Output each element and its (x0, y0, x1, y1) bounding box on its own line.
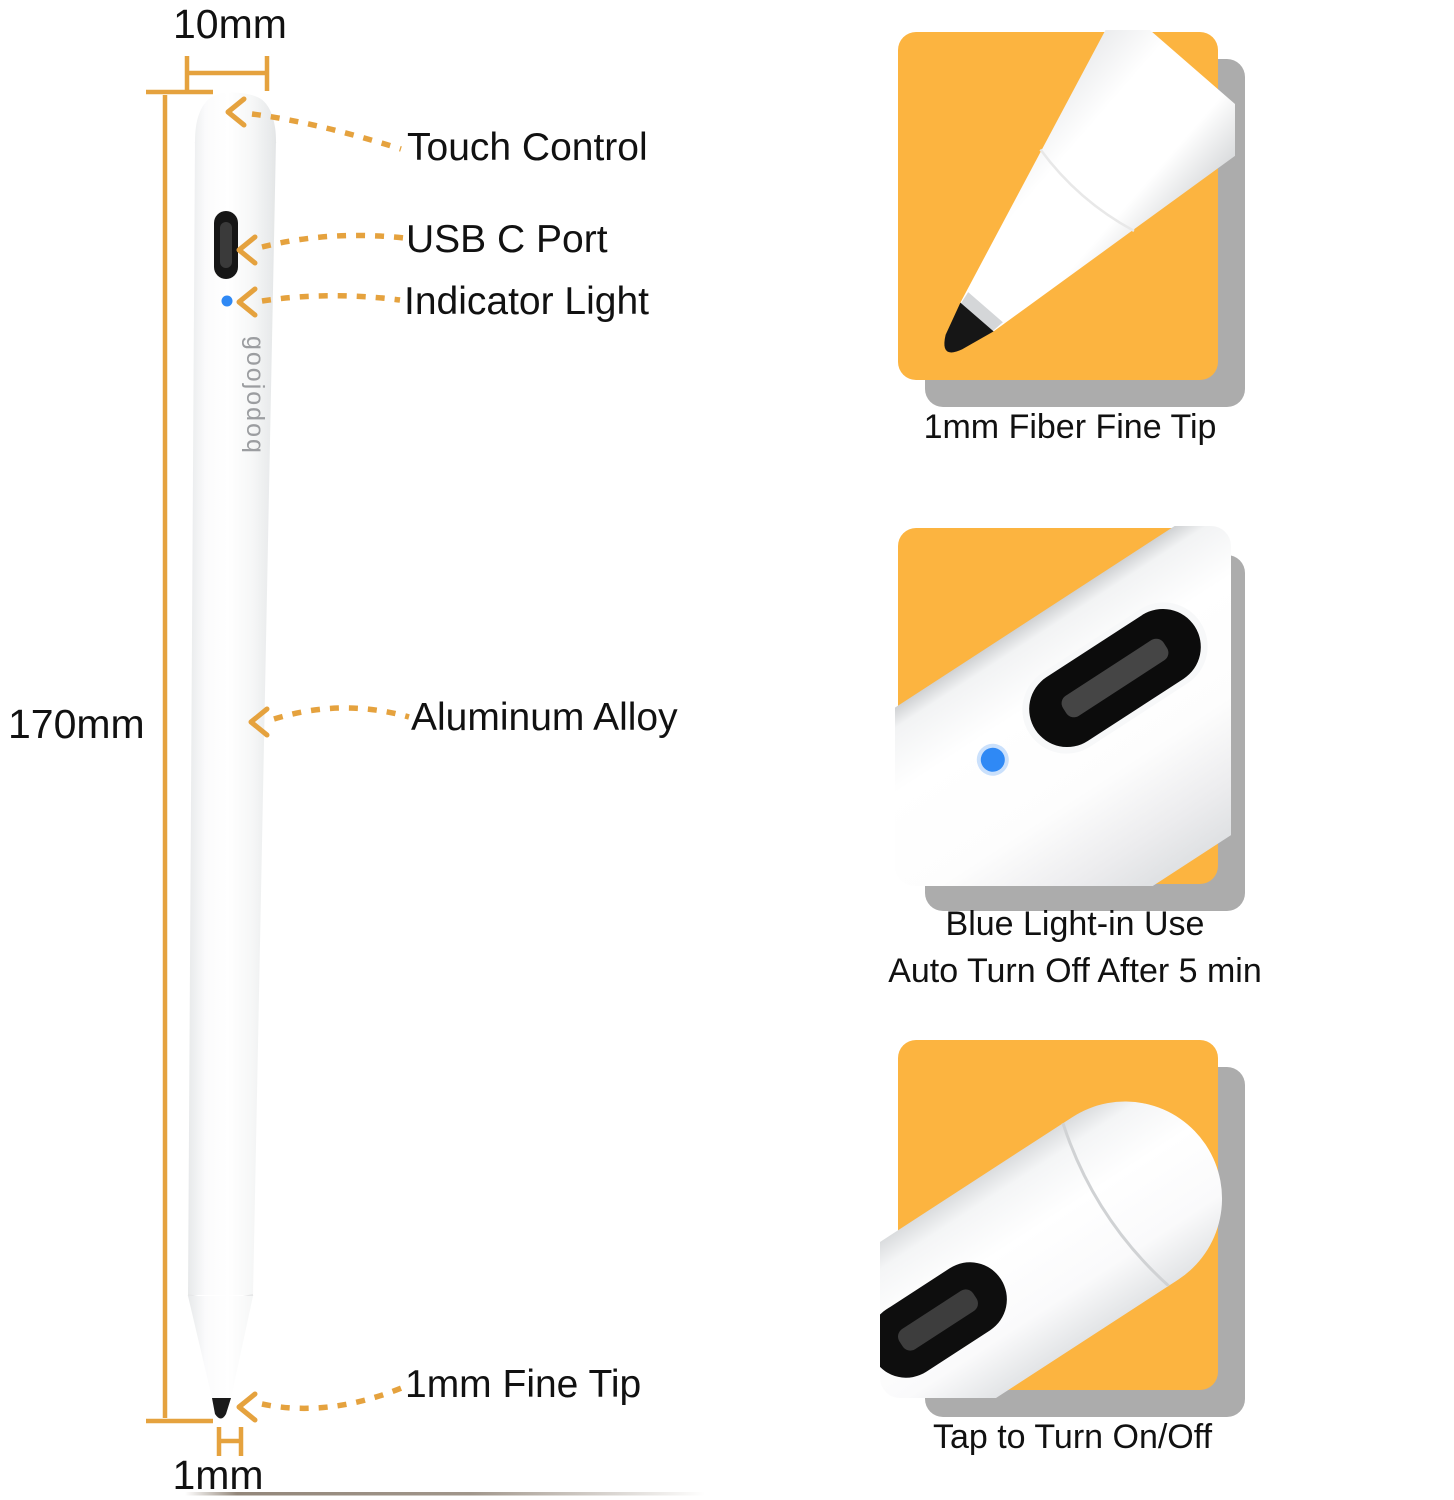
usb-c-port-label: USB C Port (406, 218, 608, 261)
fiber-tip-closeup-black (944, 302, 994, 353)
cap-seam-line (1061, 1122, 1170, 1288)
width-dimension-label: 10mm (173, 1, 287, 47)
indicator-led (221, 295, 233, 307)
panel-tap-cap (880, 1040, 1245, 1417)
panel-caption-blue-light: Blue Light-in Use Auto Turn Off After 5 … (860, 901, 1290, 995)
blue-light-closeup (895, 526, 1231, 886)
pen-cone-closeup (960, 30, 1235, 332)
indicator-led-closeup (980, 747, 1005, 772)
caption-line-1: Blue Light-in Use (945, 905, 1205, 943)
width-dimension-bracket (184, 56, 270, 91)
aluminum-alloy-arrow (248, 705, 410, 738)
stylus-fine-tip (212, 1398, 231, 1419)
pen-cone-seam (1039, 148, 1135, 232)
brand-mark: goojodoq (241, 336, 269, 455)
pen-body-band (895, 526, 1231, 886)
fine-tip-arrow (236, 1384, 406, 1423)
stylus-cone (188, 1296, 253, 1398)
fine-tip-label: 1mm Fine Tip (405, 1363, 642, 1406)
fiber-tip-closeup (944, 30, 1235, 353)
tip-collar (960, 292, 1003, 332)
panel-caption-tap-cap: Tap to Turn On/Off (932, 1418, 1213, 1456)
ground-shadow-line (185, 1492, 705, 1496)
touch-control-label: Touch Control (407, 126, 648, 169)
callout-arrows (225, 96, 410, 1423)
stylus-illustration: goojodoq (185, 92, 705, 1496)
length-dimension-label: 170mm (8, 701, 145, 747)
indicator-light-label: Indicator Light (404, 280, 649, 323)
panel-blue-light (895, 526, 1245, 911)
aluminum-alloy-label: Aluminum Alloy (411, 696, 678, 739)
usb-c-port-slot (220, 222, 232, 268)
tip-dimension-bracket (216, 1427, 244, 1456)
usb-c-port-slot-partial (898, 1289, 978, 1351)
length-dimension-line (146, 89, 213, 1424)
touch-control-arrow (225, 96, 402, 152)
panel-caption-fiber-tip: 1mm Fiber Fine Tip (923, 408, 1217, 446)
caption-line-2: Auto Turn Off After 5 min (888, 952, 1262, 990)
panel-fiber-tip (898, 30, 1245, 407)
usb-c-port-slot-closeup (1061, 638, 1169, 718)
tip-dimension-label: 1mm (172, 1452, 264, 1498)
usb-c-port-arrow (236, 232, 405, 266)
indicator-light-arrow (236, 286, 401, 318)
stylus-body (188, 140, 276, 1295)
tap-cap-closeup (880, 1101, 1223, 1398)
